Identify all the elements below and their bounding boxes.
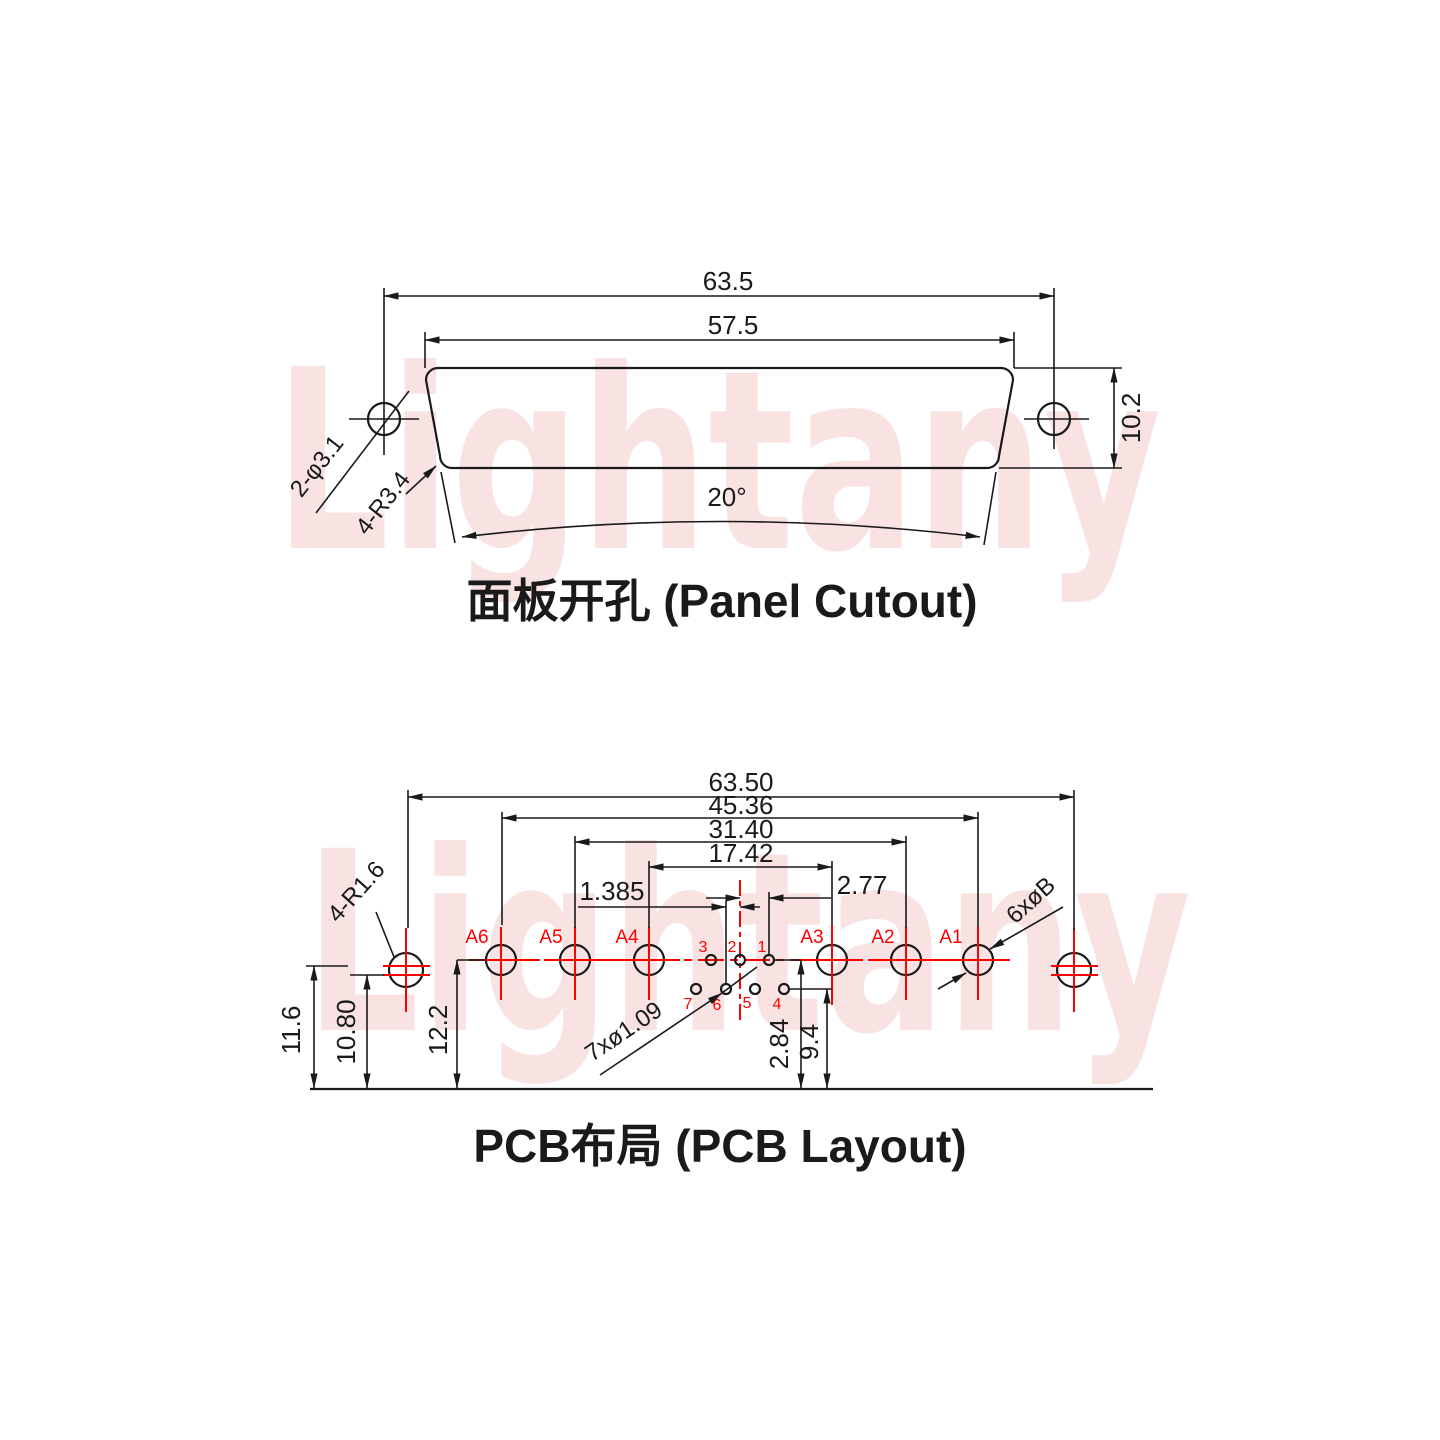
dimension-45-36: 45.36 xyxy=(501,790,979,927)
coax-hole-a4: A4 xyxy=(615,927,680,1000)
dim-text: 9.4 xyxy=(794,1024,824,1060)
dimension-1-385: 1.385 xyxy=(578,876,760,984)
dim-text: 10.80 xyxy=(331,999,361,1064)
watermark-text: Lightany xyxy=(305,799,1191,1089)
dimension-9-4: 9.4 xyxy=(789,988,832,1089)
coax-hole-a2: A2 xyxy=(871,927,937,1000)
pin-hole-7 xyxy=(689,982,703,996)
coax-label: A5 xyxy=(539,927,562,948)
pin-hole-2 xyxy=(733,953,747,967)
dimension-63-50: 63.50 xyxy=(407,767,1075,930)
ext-line-right xyxy=(983,471,997,546)
panel-mount-hole-left xyxy=(349,288,419,455)
leader-lower xyxy=(937,972,967,990)
watermark-bottom: Lightany xyxy=(305,799,1191,1089)
dim-text: 63.50 xyxy=(708,767,773,797)
dimension-2-84: 2.84 xyxy=(764,959,805,1089)
dimension-12-2: 12.2 xyxy=(423,959,486,1089)
pin-label: 5 xyxy=(743,995,752,1012)
pin-label: 3 xyxy=(699,939,708,956)
coax-holes: A6 A5 A4 A3 xyxy=(465,925,1009,1005)
coax-hole-a1: A1 xyxy=(939,927,1009,1000)
pin-hole-5 xyxy=(748,982,762,996)
panel-cutout-outline xyxy=(424,366,1015,470)
dimension-57-5: 57.5 xyxy=(424,310,1015,368)
pin-label: 6 xyxy=(713,997,722,1014)
dimension-10-80: 10.80 xyxy=(331,974,384,1089)
pcb-mount-hole-left xyxy=(383,928,430,1012)
leader-line xyxy=(375,911,395,958)
dim-text: 31.40 xyxy=(708,814,773,844)
pin-label: 1 xyxy=(758,939,767,956)
dim-text: 2.84 xyxy=(764,1019,794,1070)
dimension-11-6: 11.6 xyxy=(276,965,348,1089)
dim-text: 10.2 xyxy=(1116,393,1146,444)
coax-label: A1 xyxy=(939,927,962,948)
pcb-mount-hole-right xyxy=(1051,928,1098,1012)
coax-hole-a5: A5 xyxy=(539,927,606,1000)
leader-upper xyxy=(989,906,1064,950)
coax-label: A6 xyxy=(465,927,488,948)
watermark-top: Lightany xyxy=(275,317,1161,607)
coax-label: A2 xyxy=(871,927,894,948)
ext-line-left xyxy=(440,471,456,544)
leader-line xyxy=(315,390,410,514)
dim-text: 12.2 xyxy=(423,1005,453,1056)
watermark-text: Lightany xyxy=(275,317,1161,607)
panel-cutout-title: 面板开孔 (Panel Cutout) xyxy=(466,575,977,627)
coax-label: A4 xyxy=(615,927,639,948)
angle-arc xyxy=(461,520,981,539)
dim-text: 63.5 xyxy=(703,266,754,296)
dimension-20-degrees: 20° xyxy=(440,471,997,546)
leader-line xyxy=(405,465,437,495)
dimension-10-2: 10.2 xyxy=(999,367,1146,469)
pin-label: 4 xyxy=(773,996,782,1013)
dimension-2-77: 2.77 xyxy=(706,870,887,954)
dim-text: 2.77 xyxy=(837,870,888,900)
dim-text: 20° xyxy=(707,482,746,512)
leader-tail xyxy=(721,966,758,994)
leader-line xyxy=(599,992,723,1076)
dim-text: 11.6 xyxy=(276,1006,306,1055)
dim-text: 45.36 xyxy=(708,790,773,820)
dim-text: 57.5 xyxy=(708,310,759,340)
pcb-layout-title: PCB布局 (PCB Layout) xyxy=(473,1120,966,1172)
pin-label: 2 xyxy=(728,939,737,956)
dimension-63-5: 63.5 xyxy=(383,266,1055,300)
dim-text: 1.385 xyxy=(579,876,644,906)
dim-text: 17.42 xyxy=(708,838,773,868)
dimension-31-40: 31.40 xyxy=(574,814,907,928)
dimension-17-42: 17.42 xyxy=(648,838,833,928)
pin-label: 7 xyxy=(684,996,693,1013)
coax-label: A3 xyxy=(800,927,823,948)
coax-hole-a3: A3 xyxy=(800,925,863,1005)
pin-hole-3 xyxy=(704,953,718,967)
